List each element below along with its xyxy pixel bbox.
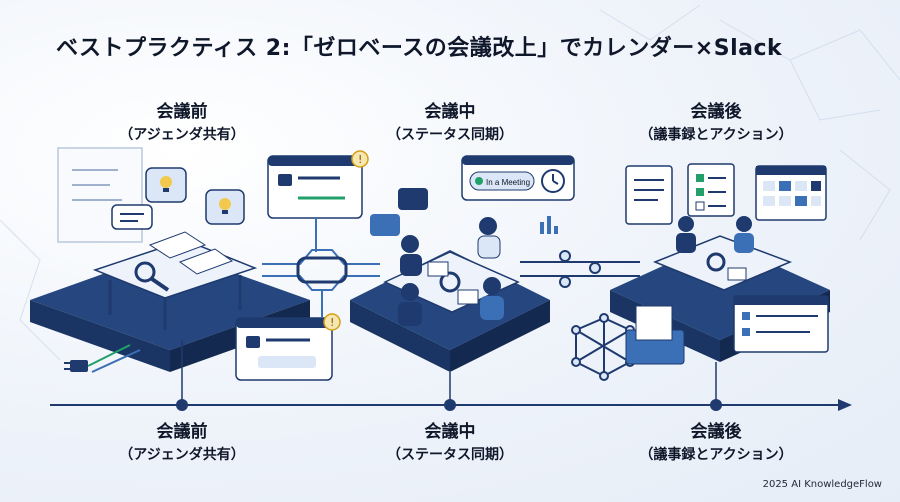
plug-icon <box>64 344 141 373</box>
phase-label-after-top: 会議後 （議事録とアクション） <box>606 100 826 146</box>
chat-bubble-icon <box>111 204 153 230</box>
phase-detail: （ステータス同期） <box>387 447 513 463</box>
background-network <box>0 4 900 361</box>
checklist-icon <box>687 163 735 217</box>
phase-name: 会議後 <box>690 102 742 122</box>
lightbulb-icon <box>145 167 187 203</box>
phase-label-during-bottom: 会議中 （ステータス同期） <box>340 420 560 466</box>
chat-bubble-icon <box>370 188 428 236</box>
calendar-card-bottom: ! <box>235 313 341 381</box>
calendar-grid-icon <box>755 165 827 221</box>
document-icon <box>625 165 673 225</box>
phase-name: 会議後 <box>690 422 742 442</box>
lightbulb-icon <box>205 189 245 225</box>
phase-detail: （議事録とアクション） <box>639 447 793 463</box>
credit-text: 2025 AI KnowledgeFlow <box>762 479 882 490</box>
connector-link <box>262 218 380 318</box>
phase-label-before-bottom: 会議前 （アジェンダ共有） <box>72 420 292 466</box>
phase-name: 会議前 <box>156 102 208 122</box>
phase-detail: （ステータス同期） <box>387 127 513 143</box>
bar-chart-icon <box>540 216 558 234</box>
phase-label-after-bottom: 会議後 （議事録とアクション） <box>606 420 826 466</box>
meeting-during-platform <box>350 217 550 372</box>
phase-label-before-top: 会議前 （アジェンダ共有） <box>72 100 292 146</box>
svg-text:!: ! <box>330 316 334 329</box>
folder-icon <box>625 305 685 365</box>
phase-detail: （議事録とアクション） <box>639 127 793 143</box>
phase-name: 会議中 <box>424 422 476 442</box>
phase-name: 会議中 <box>424 102 476 122</box>
phase-detail: （アジェンダ共有） <box>119 127 245 143</box>
status-badge-label: In a Meeting <box>486 178 530 187</box>
svg-text:!: ! <box>358 153 362 166</box>
phase-detail: （アジェンダ共有） <box>119 447 245 463</box>
timeline <box>50 340 852 411</box>
task-board-icon <box>733 295 829 353</box>
page-title: ベストプラクティス 2:「ゼロベースの会議改上」でカレンダー×Slack <box>56 36 783 61</box>
calendar-card-top: ! <box>267 150 369 219</box>
phase-name: 会議前 <box>156 422 208 442</box>
clock-icon <box>541 169 565 193</box>
phase-label-during-top: 会議中 （ステータス同期） <box>340 100 560 146</box>
